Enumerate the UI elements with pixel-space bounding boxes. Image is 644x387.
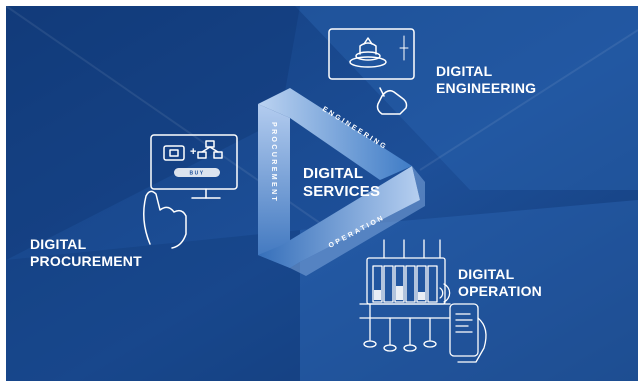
label-procurement-line2: PROCUREMENT <box>30 253 142 269</box>
procurement-band <box>258 104 290 268</box>
label-digital-operation: DIGITAL OPERATION <box>458 266 542 300</box>
label-engineering-line1: DIGITAL <box>436 63 493 79</box>
plant-with-smartphone-icon <box>359 239 487 363</box>
label-procurement-line1: DIGITAL <box>30 236 87 252</box>
label-services-line2: SERVICES <box>303 183 381 200</box>
upper-right-zone <box>295 6 638 190</box>
label-engineering-line2: ENGINEERING <box>436 80 537 96</box>
label-digital-procurement: DIGITAL PROCUREMENT <box>30 236 142 270</box>
3d-model-screen-icon <box>328 28 415 115</box>
engineering-band <box>258 88 412 180</box>
buy-button-label: BUY <box>189 171 204 177</box>
buy-button <box>174 168 220 177</box>
ring-label-procurement: PROCUREMENT <box>270 122 277 203</box>
lower-left-zone <box>6 230 300 381</box>
svg-text:+: + <box>190 146 196 158</box>
label-operation-line2: OPERATION <box>458 283 542 299</box>
online-purchase-screen-icon: + BUY <box>143 134 238 249</box>
label-digital-engineering: DIGITAL ENGINEERING <box>436 63 536 97</box>
upper-left-zone <box>6 6 300 260</box>
label-digital-services: DIGITAL SERVICES <box>303 165 380 201</box>
label-operation-line1: DIGITAL <box>458 266 515 282</box>
operation-band <box>258 166 420 268</box>
background-panel <box>6 6 638 381</box>
label-services-line1: DIGITAL <box>303 165 364 182</box>
